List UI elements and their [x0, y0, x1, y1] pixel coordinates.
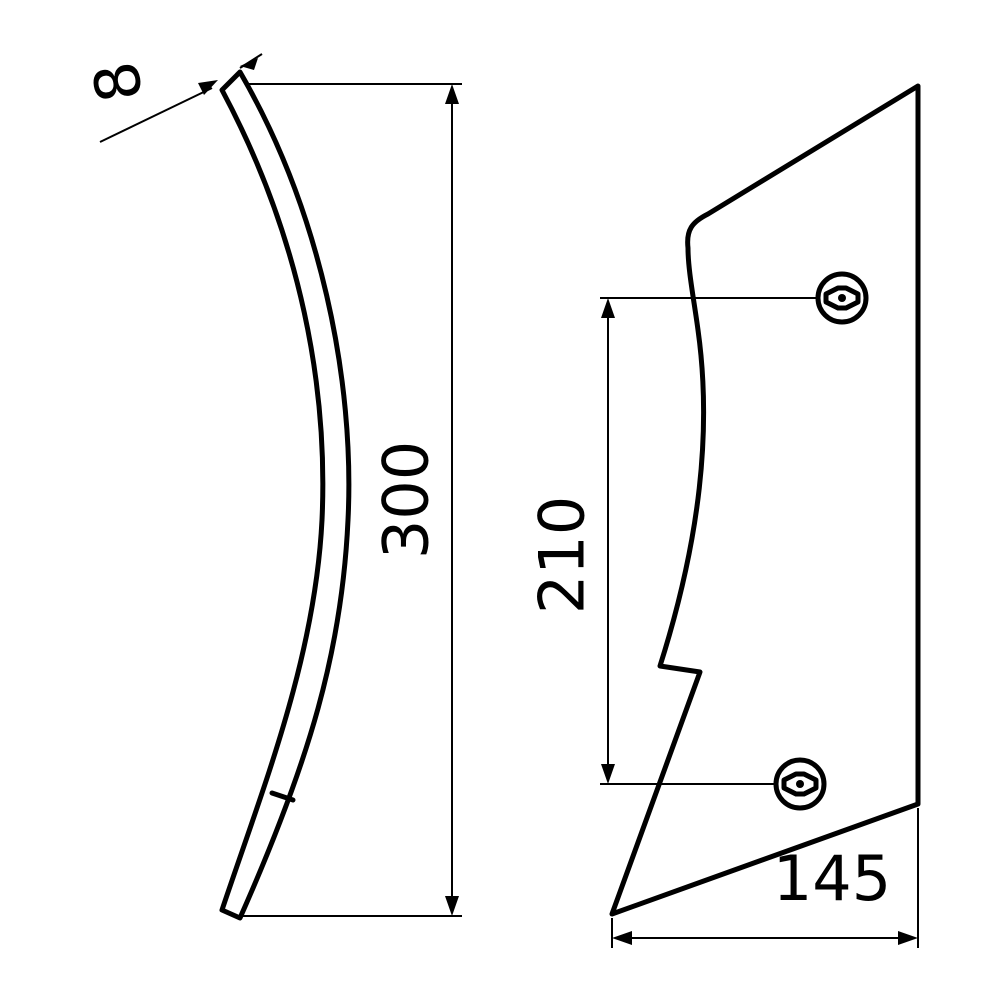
thickness-dimension: 8 [79, 53, 263, 143]
share-plate-outline [609, 83, 921, 917]
blade-side-outline [219, 69, 352, 921]
thickness-label: 8 [79, 56, 158, 108]
mounting-hole-top [815, 271, 869, 325]
hole-spacing-label: 210 [526, 496, 599, 614]
width-dimension: 145 [611, 808, 919, 948]
width-arrow-left [612, 931, 632, 945]
width-arrow-right [898, 931, 918, 945]
hole-arrow-top [601, 298, 615, 318]
width-label: 145 [773, 842, 891, 915]
thickness-arrow-right [240, 58, 258, 70]
height-label: 300 [370, 441, 443, 559]
height-dimension: 300 [240, 83, 462, 917]
blade-segment-split [269, 790, 296, 803]
thickness-leader-line [99, 87, 213, 143]
side-profile [219, 69, 352, 921]
hole-spacing-dimension: 210 [526, 297, 818, 785]
front-view [609, 83, 921, 917]
height-arrow-bottom [445, 896, 459, 916]
mounting-hole-bottom [773, 757, 827, 811]
thickness-arrow-left [198, 80, 218, 95]
height-arrow-top [445, 84, 459, 104]
hole-arrow-bottom [601, 764, 615, 784]
